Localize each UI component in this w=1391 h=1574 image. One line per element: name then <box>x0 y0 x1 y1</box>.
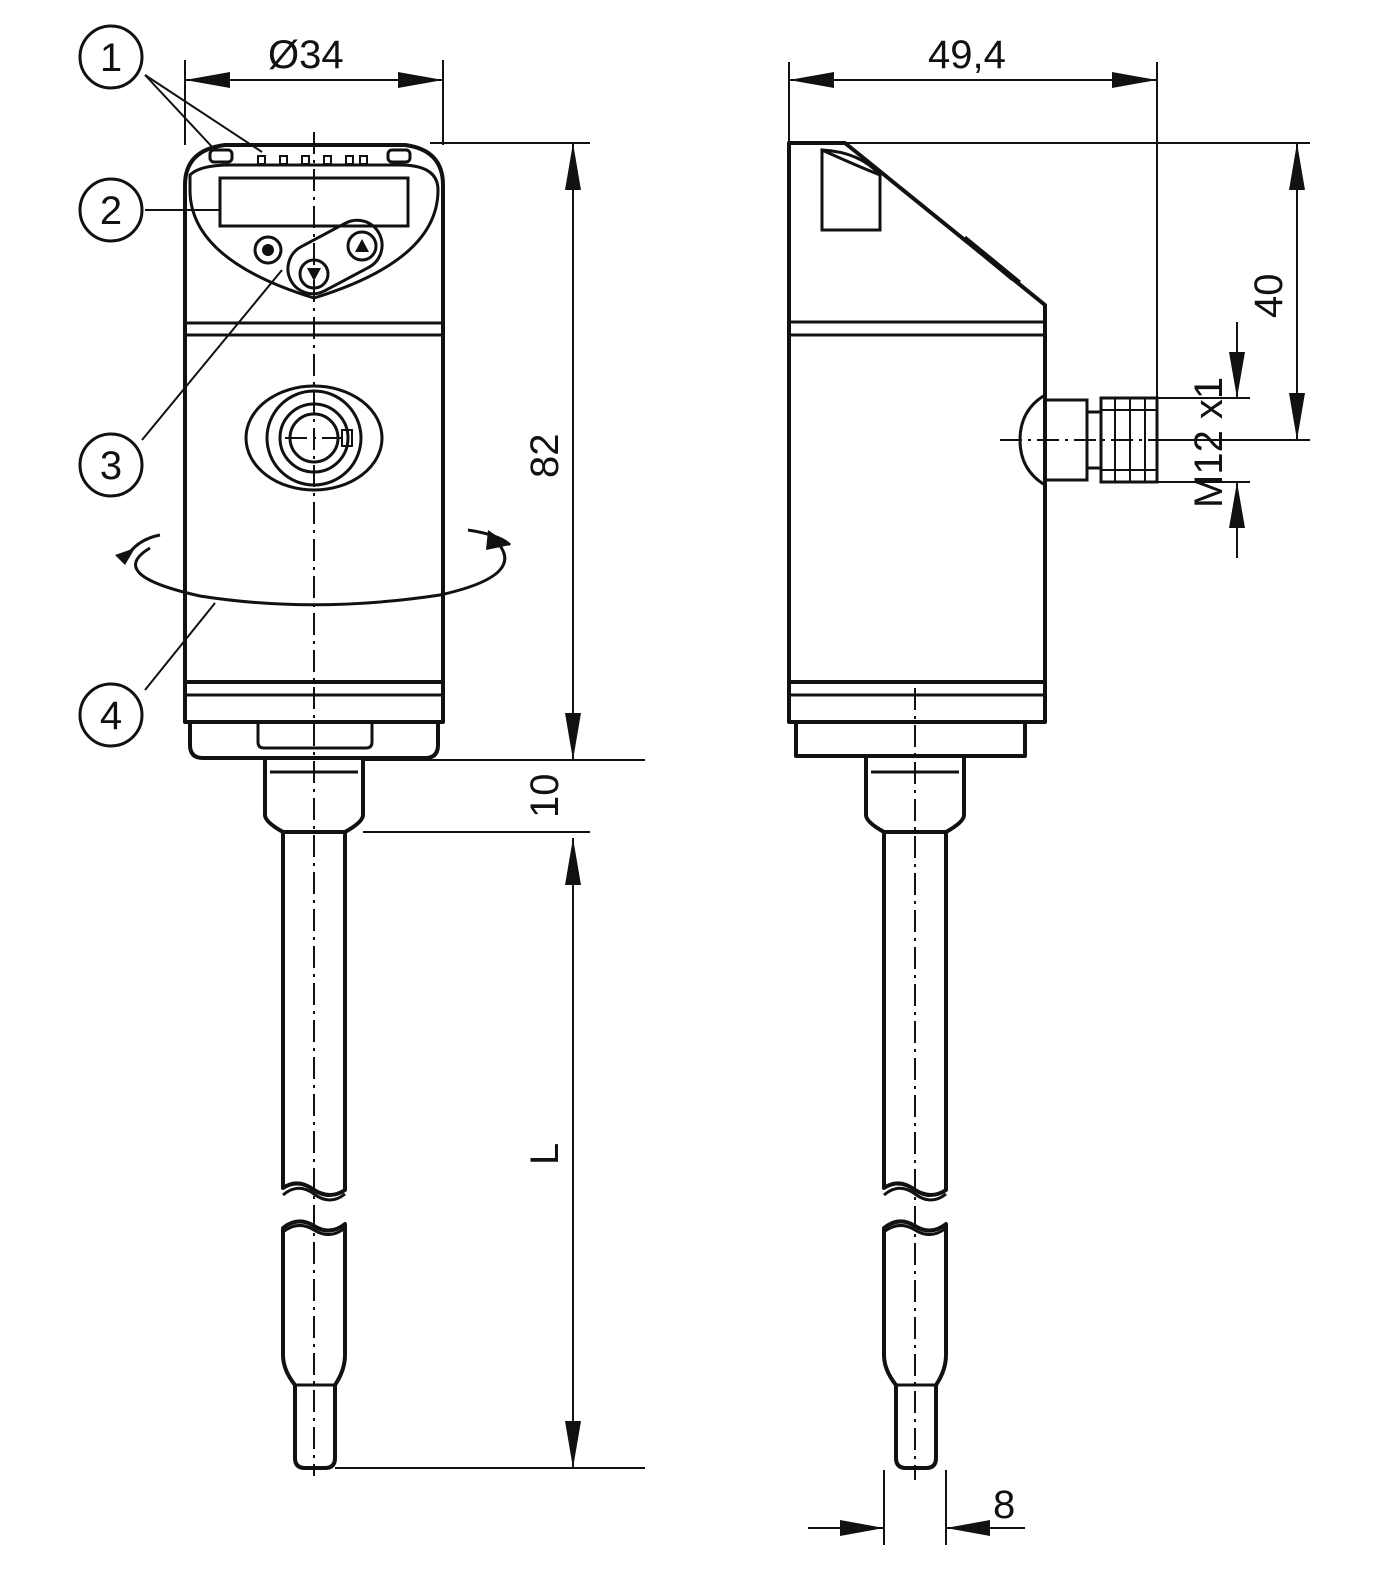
callout-2: 2 <box>78 177 144 243</box>
dim-thread: M12 x1 <box>1187 377 1231 508</box>
dim-total-height: 82 <box>523 434 567 479</box>
front-dimensions <box>184 60 645 1469</box>
side-collar <box>787 680 1047 724</box>
front-housing <box>183 143 445 692</box>
front-view <box>115 132 512 1476</box>
callout-4: 4 <box>78 682 144 748</box>
dim-neck-height: 10 <box>523 774 567 819</box>
dim-front-width: Ø34 <box>268 33 344 77</box>
svg-text:4: 4 <box>100 694 122 738</box>
led-indicators <box>208 148 412 165</box>
side-display-head <box>820 148 882 232</box>
side-base <box>794 720 1027 758</box>
side-housing <box>787 141 1047 692</box>
dim-probe-diameter: 8 <box>993 1483 1015 1527</box>
side-connector <box>1000 392 1170 488</box>
svg-text:3: 3 <box>100 444 122 488</box>
side-view <box>787 141 1170 1480</box>
dim-probe-length: L <box>523 1143 567 1165</box>
svg-text:2: 2 <box>100 189 122 233</box>
svg-text:1: 1 <box>100 36 122 80</box>
push-buttons <box>253 218 384 296</box>
callout-1: 1 <box>78 24 144 90</box>
side-dimensions <box>788 62 1310 1545</box>
dim-side-width: 49,4 <box>928 33 1006 77</box>
callout-3: 3 <box>78 432 144 498</box>
callouts: 1 2 3 4 <box>78 24 283 748</box>
dim-connector-height: 40 <box>1247 274 1291 319</box>
dimension-labels: Ø34 49,4 82 10 L 40 M12 x1 8 <box>268 33 1291 1527</box>
front-display-head <box>188 163 440 300</box>
rotation-arrow <box>115 528 512 607</box>
